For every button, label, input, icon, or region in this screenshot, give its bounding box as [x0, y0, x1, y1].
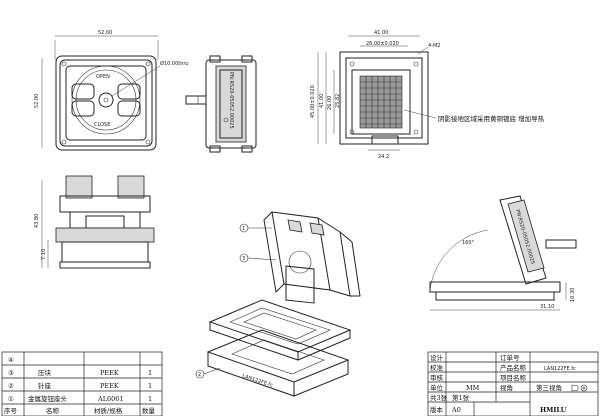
callout-1: 1	[242, 226, 245, 232]
tb-version: A0	[451, 406, 461, 414]
bom-table	[1, 351, 163, 416]
callout-2: 2	[198, 372, 201, 378]
dim-m2: 4-M2	[428, 43, 440, 49]
tb-company: HMILU	[540, 406, 567, 414]
bom-header-qty: 数量	[142, 406, 156, 415]
tb-order-label: 订单号	[500, 353, 520, 362]
bom-header-name: 名称	[46, 406, 60, 415]
front-view: 43.80 7.10	[34, 175, 155, 269]
bom-row-1-no: ④	[8, 356, 14, 364]
right-view: 41.00 26.00±0.020 4-M2 24.2 45.00±0.020 …	[310, 30, 545, 160]
dim-24: 24.2	[378, 154, 389, 160]
tb-audit: 审核	[430, 373, 444, 382]
tb-view-label: 第三视角	[536, 383, 562, 392]
dim-width: 52.00	[98, 30, 112, 36]
bom-row-4-name: 金属旋钮座头	[28, 394, 68, 403]
tb-unit-label: 单位	[430, 383, 444, 392]
bom-row-2-no: ③	[8, 369, 14, 377]
bom-header-material: 材质/规格	[94, 406, 123, 415]
dim-26: 26.00±0.020	[366, 41, 399, 47]
third-angle-icon	[571, 384, 588, 392]
isometric-view: LAN122FE.fc 1 3 2	[195, 211, 361, 397]
side-part-text: PN:RS20-05052.00025	[228, 72, 234, 129]
dim-43: 43.80	[34, 214, 40, 228]
bom-row-4-material: AL6061	[97, 395, 124, 403]
tb-sheets: 共3张	[430, 393, 448, 402]
tb-design: 设计	[430, 353, 444, 362]
dim-10: 10.30	[570, 288, 576, 302]
dim-41-top: 41.00	[374, 30, 388, 36]
callout-3: 3	[242, 256, 245, 262]
bom-row-3-no: ②	[8, 382, 14, 390]
bom-header-no: 序号	[4, 406, 18, 415]
bom-row-3-qty: 1	[148, 382, 152, 390]
bom-row-3-material: PEEK	[100, 382, 119, 390]
bom-row-4-qty: 1	[148, 395, 152, 403]
dim-7: 7.10	[41, 249, 47, 260]
tb-check: 校准	[430, 363, 444, 372]
open-view: 160° PN:RS20-05052.00025 31.10 10.30	[429, 195, 577, 311]
bom-row-2-qty: 1	[148, 369, 152, 377]
tb-version-label: 版本	[430, 405, 444, 414]
close-label: CLOSE	[94, 122, 110, 128]
dim-height: 52.00	[34, 94, 40, 108]
angle-label: 160°	[462, 240, 475, 246]
svg-text:LAN122FE.fc: LAN122FE.fc	[241, 373, 273, 389]
title-block	[427, 351, 599, 416]
top-view: 52.00 52.00 OPEN CLOSE Ø10.00thru	[34, 30, 189, 151]
dim-26-left: 26.00	[327, 96, 333, 110]
dim-45: 45.00±0.020	[310, 85, 316, 118]
tb-product-label: 产品名称	[500, 363, 527, 372]
tb-unit: MM	[466, 384, 480, 392]
pad-hatch	[359, 75, 403, 129]
tb-scale-label: 视角	[500, 383, 513, 392]
bom-row-4-no: ①	[8, 395, 14, 403]
bom-row-2-material: PEEK	[100, 369, 119, 377]
dim-25: 25.82	[335, 94, 341, 108]
bom-row-3-name: 针座	[38, 381, 52, 390]
open-label: OPEN	[96, 74, 110, 80]
side-view: PN:RS20-05052.00025	[185, 55, 257, 153]
bom-row-2-name: 压块	[38, 368, 52, 377]
tb-project-label: 项目名称	[500, 373, 527, 382]
tb-sheet-no: 第1张	[452, 393, 470, 402]
tb-product-code: LAN122FE.fc	[544, 366, 576, 372]
dim-31: 31.10	[540, 304, 554, 310]
dim-41-left: 41.00	[319, 94, 325, 108]
hole-note: Ø10.00thru	[160, 60, 189, 67]
plating-note: 阴影接地区域采用黄铜镀底 增加导热	[438, 114, 545, 123]
